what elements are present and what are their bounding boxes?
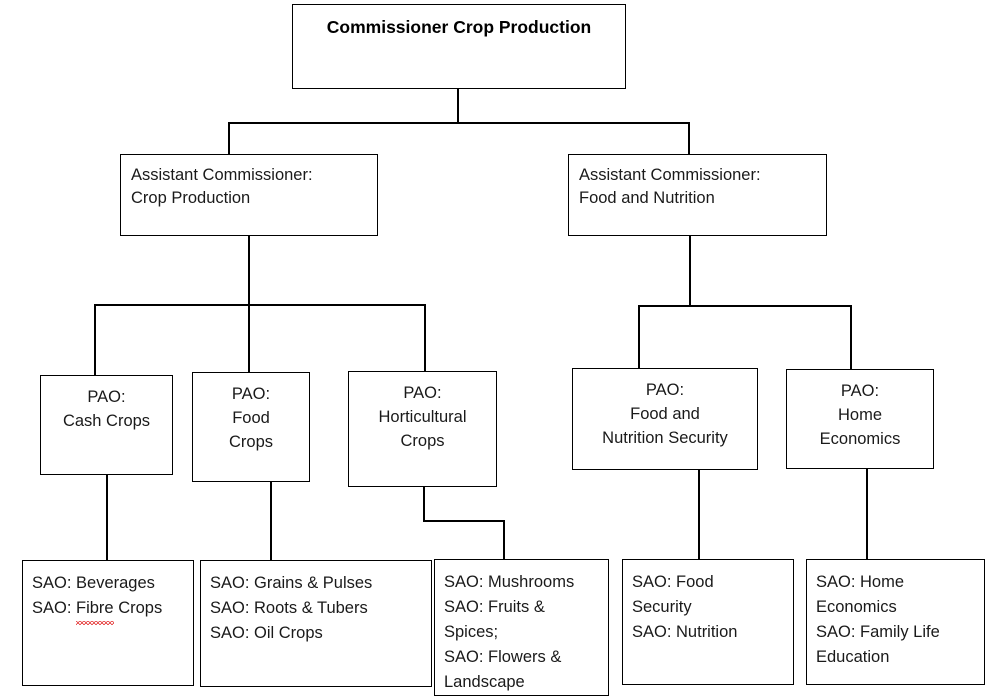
node-assistant-commissioner-crop-production[interactable]: Assistant Commissioner: Crop Production [120,154,378,236]
node-pao-cash-crops[interactable]: PAO: Cash Crops [40,375,173,475]
sao-line-2-prefix: SAO: [32,599,77,618]
connector-to-pao-food-crops [248,304,250,373]
connector-pao-food-to-sao [270,482,272,561]
connector-to-pao-cash-crops [94,304,96,376]
node-label: PAO: Food and Nutrition Security [602,381,728,448]
connector-pao-left-bus [94,304,426,306]
node-label: SAO: Grains & Pulses SAO: Roots & Tubers… [210,574,373,643]
node-label: Commissioner Crop Production [326,17,592,37]
connector-to-pao-home-economics [850,305,852,370]
connector-pao-hort-to-sao-seg1 [423,487,425,522]
node-label: SAO: Mushrooms SAO: Fruits & Spices; SAO… [444,573,575,692]
connector-pao-fns-to-sao [698,470,700,561]
connector-to-ac-right [688,122,690,155]
node-pao-food-and-nutrition-security[interactable]: PAO: Food and Nutrition Security [572,368,758,470]
connector-ac-right-stem [689,236,691,306]
node-sao-food-security-nutrition[interactable]: SAO: Food Security SAO: Nutrition [622,559,794,685]
node-sao-grains-roots-oil[interactable]: SAO: Grains & Pulses SAO: Roots & Tubers… [200,560,432,687]
node-sao-mushrooms-fruits-flowers[interactable]: SAO: Mushrooms SAO: Fruits & Spices; SAO… [434,559,609,696]
node-pao-food-crops[interactable]: PAO: Food Crops [192,372,310,482]
connector-pao-hort-to-sao-seg2 [423,520,505,522]
node-pao-horticultural-crops[interactable]: PAO: Horticultural Crops [348,371,497,487]
node-label: Assistant Commissioner: Food and Nutriti… [579,166,761,207]
connector-ac-left-stem [248,236,250,305]
connector-pao-home-to-sao [866,469,868,561]
connector-pao-hort-to-sao-seg3 [503,520,505,561]
connector-pao-cash-to-sao [106,475,108,561]
connector-level2-bus [228,122,690,124]
node-sao-home-economics-family-life[interactable]: SAO: Home Economics SAO: Family Life Edu… [806,559,985,685]
connector-to-pao-food-nutrition-security [638,305,640,369]
node-label: SAO: Food Security SAO: Nutrition [632,573,738,642]
sao-line-2-suffix: Crops [113,599,163,618]
sao-line-1: SAO: Beverages [32,574,155,592]
node-label: PAO: Home Economics [819,382,901,449]
connector-root-stem [457,89,459,123]
connector-to-pao-horticultural-crops [424,304,426,372]
node-commissioner-crop-production[interactable]: Commissioner Crop Production [292,4,626,89]
node-pao-home-economics[interactable]: PAO: Home Economics [786,369,934,469]
misspelled-word: Fibre [76,596,114,626]
connector-pao-right-bus [638,305,851,307]
node-label: PAO: Horticultural Crops [378,384,467,451]
node-label: Assistant Commissioner: Crop Production [131,166,313,207]
node-assistant-commissioner-food-and-nutrition[interactable]: Assistant Commissioner: Food and Nutriti… [568,154,827,236]
node-label: PAO: Food Crops [228,385,273,452]
node-label: PAO: Cash Crops [62,388,151,431]
node-label: SAO: Home Economics SAO: Family Life Edu… [816,573,940,667]
connector-to-ac-left [228,122,230,155]
